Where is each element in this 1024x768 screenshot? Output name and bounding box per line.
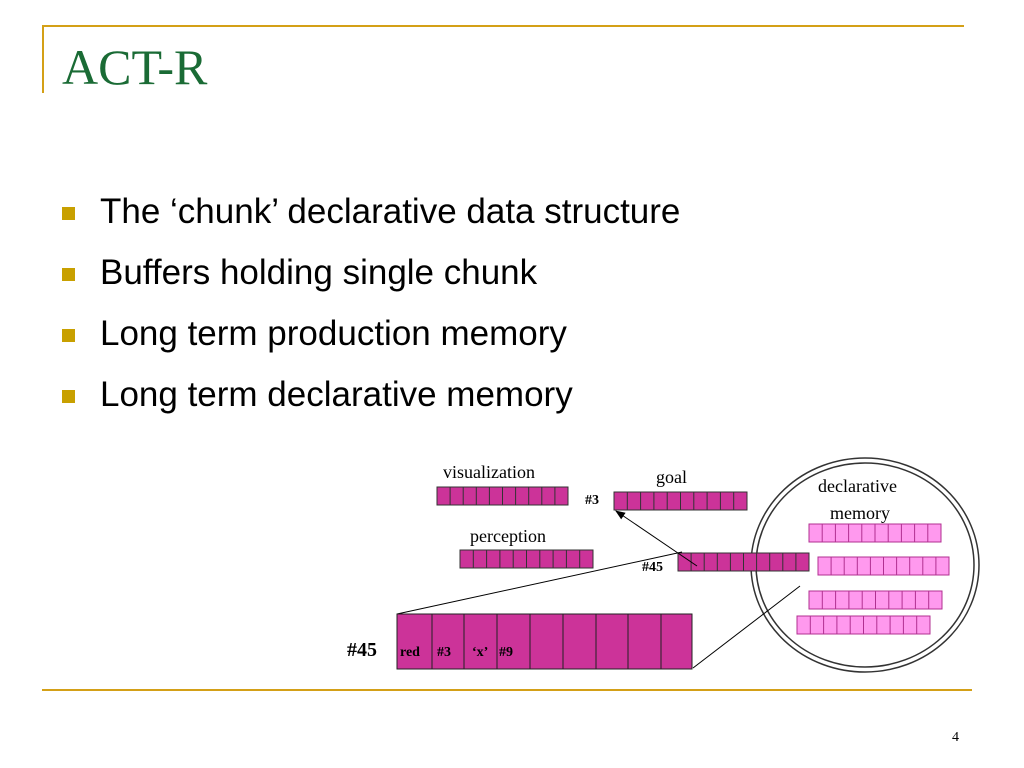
goal-label: goal: [656, 467, 687, 487]
chunk-slot-value: #3: [437, 645, 451, 660]
memory-chunk: [808, 523, 942, 543]
memory-chunk: [817, 556, 950, 576]
memory-chunk: [808, 590, 943, 610]
perception-buffer: [459, 549, 594, 569]
chunk-slot-value: ‘x’: [472, 645, 488, 660]
chunk-id-label: #45: [347, 639, 377, 661]
visualization-label: visualization: [443, 462, 535, 482]
bullet-text: Long term declarative memory: [100, 375, 573, 414]
buffer-ref-label: #45: [642, 560, 663, 575]
bullet-item: Buffers holding single chunk: [62, 251, 680, 312]
page-number: 4: [952, 730, 959, 745]
frame-top-line: [42, 25, 964, 27]
bullet-list: The ‘chunk’ declarative data structure B…: [62, 190, 680, 434]
perception-label: perception: [470, 526, 546, 546]
chunk-slot-value: #9: [499, 645, 513, 660]
slide-title: ACT-R: [62, 39, 208, 95]
expanded-chunk: [396, 613, 693, 670]
connector-line: [396, 551, 683, 615]
bullet-item: Long term declarative memory: [62, 373, 680, 434]
retrieval-buffer: [677, 552, 810, 572]
square-bullet-icon: [62, 390, 75, 403]
bullet-text: The ‘chunk’ declarative data structure: [100, 192, 681, 231]
bullet-text: Long term production memory: [100, 314, 567, 353]
goal-arrow: [615, 510, 698, 567]
chunk-bars: [436, 486, 950, 635]
memory-chunk: [796, 615, 931, 635]
frame-bottom-line: [42, 689, 972, 691]
goal-ref-label: #3: [585, 493, 599, 508]
bullet-item: Long term production memory: [62, 312, 680, 373]
declarative-memory-label: memory: [830, 503, 890, 523]
square-bullet-icon: [62, 207, 75, 220]
declarative-memory-label: declarative: [818, 476, 897, 496]
goal-buffer: [613, 491, 748, 511]
bullet-text: Buffers holding single chunk: [100, 253, 538, 292]
connector-line: [692, 585, 801, 669]
chunk-slot-value: red: [400, 645, 420, 660]
bullet-item: The ‘chunk’ declarative data structure: [62, 190, 680, 251]
visualization-buffer: [436, 486, 569, 506]
square-bullet-icon: [62, 268, 75, 281]
square-bullet-icon: [62, 329, 75, 342]
frame-left-line: [42, 25, 44, 93]
